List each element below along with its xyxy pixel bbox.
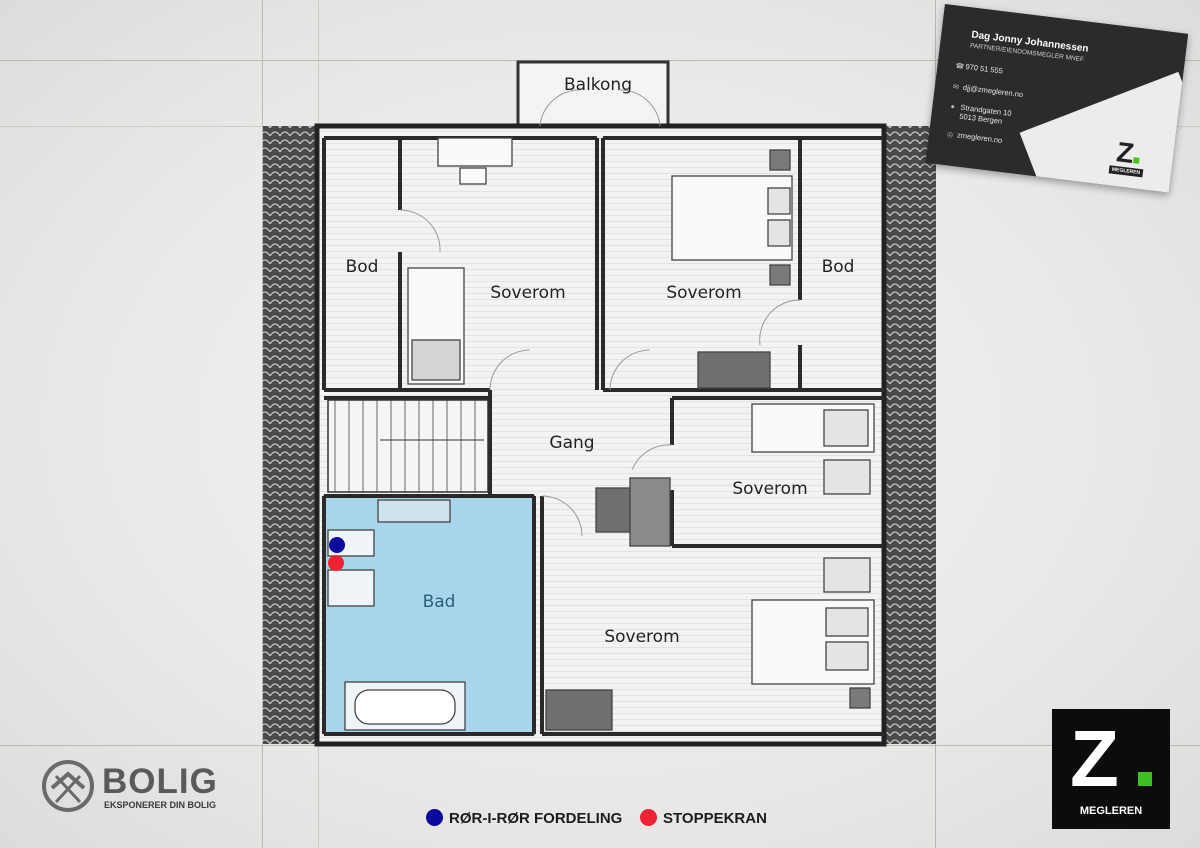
zmegleren-logo: Z MEGLEREN <box>1052 709 1170 829</box>
phone-number: 970 51 555 <box>964 62 1004 76</box>
room-label-storage-left: Bod <box>346 257 379 277</box>
phone-row: ☎970 51 555 <box>955 61 1003 76</box>
legend-dot-blue <box>426 809 443 826</box>
roof-tiles-right <box>884 126 936 744</box>
legend-dot-red <box>640 809 657 826</box>
room-label-bedroom-2: Soverom <box>666 283 741 303</box>
legend-label-pipe-distribution: RØR-I-RØR FORDELING <box>449 810 623 827</box>
card-logo: Z MEGLEREN <box>1108 136 1147 178</box>
legend-item-stopcock: STOPPEKRAN <box>640 809 767 827</box>
interior-walls <box>322 136 884 736</box>
bolig-logo-word: BOLIG <box>102 762 218 801</box>
website: zmegleren.no <box>956 130 1003 145</box>
card-corner <box>1019 71 1189 193</box>
bolig-logo: BOLIG EKSPONERER DIN BOLIG <box>38 758 243 818</box>
card-logo-letter: Z <box>1114 136 1136 169</box>
room-label-bedroom-4: Soverom <box>604 627 679 647</box>
room-label-bathroom: Bad <box>423 592 456 612</box>
business-card: Dag Jonny Johannessen PARTNER/EIENDOMSME… <box>925 4 1189 193</box>
email-address: djj@zmegleren.no <box>962 82 1024 100</box>
door-swings <box>399 89 801 537</box>
stopcock-marker <box>328 555 344 571</box>
zmegleren-logo-dot <box>1138 772 1152 786</box>
website-row: ◎zmegleren.no <box>947 129 1003 145</box>
room-label-balcony: Balkong <box>564 75 632 95</box>
staircase <box>327 399 489 493</box>
card-logo-dot <box>1132 157 1140 164</box>
room-label-bedroom-1: Soverom <box>490 283 565 303</box>
zmegleren-logo-text: MEGLEREN <box>1079 805 1143 817</box>
bolig-house-icon <box>42 760 94 812</box>
bolig-logo-tagline: EKSPONERER DIN BOLIG <box>104 800 217 810</box>
outer-wall <box>314 123 887 747</box>
email-row: ✉djj@zmegleren.no <box>953 82 1024 100</box>
legend-item-pipe-distribution: RØR-I-RØR FORDELING <box>426 809 622 827</box>
pipe-distribution-marker <box>329 537 345 553</box>
zmegleren-logo-letter: Z <box>1070 714 1119 803</box>
guide-line <box>262 0 263 848</box>
legend-label-stopcock: STOPPEKRAN <box>663 810 767 827</box>
room-label-storage-right: Bod <box>822 257 855 277</box>
room-label-bedroom-3: Soverom <box>732 479 807 499</box>
furniture <box>327 137 875 731</box>
room-label-hall: Gang <box>549 433 594 453</box>
roof-tiles-left <box>263 126 317 744</box>
